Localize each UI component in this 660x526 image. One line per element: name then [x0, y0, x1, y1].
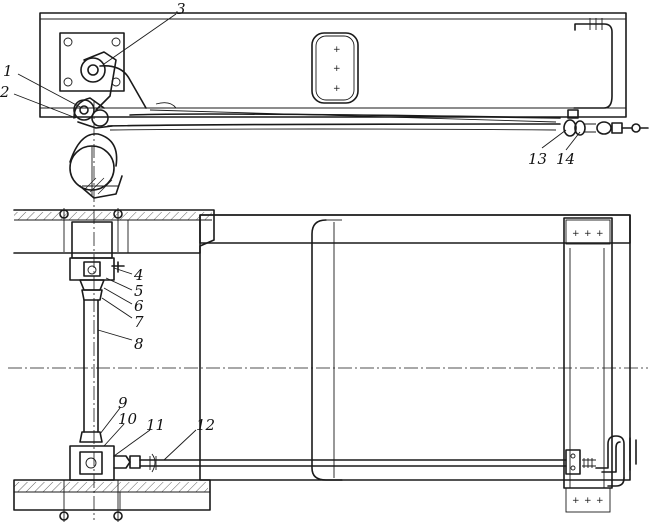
main-frame — [199, 214, 631, 244]
window-plate — [311, 32, 359, 104]
rod-end-hardware — [565, 435, 637, 487]
plus-mark: + — [584, 229, 592, 239]
rod-12 — [139, 453, 567, 473]
beam-bolts — [59, 208, 123, 522]
lower-gearbox — [69, 431, 141, 481]
plus-mark: + — [572, 229, 580, 239]
plus-mark: + — [596, 496, 604, 506]
leader-lines — [13, 13, 581, 461]
top-view: + + + — [39, 12, 649, 199]
callout-5: 5 — [134, 282, 144, 300]
rods-upper — [107, 102, 561, 131]
shaft-8 — [83, 299, 99, 433]
callout-7: 7 — [134, 313, 144, 331]
callout-12: 12 — [196, 416, 215, 434]
callout-6: 6 — [134, 297, 144, 315]
callout-3: 3 — [176, 0, 186, 18]
plus-mark: + — [596, 229, 604, 239]
plus-mark: + — [333, 84, 341, 94]
cam-pendant — [69, 133, 123, 199]
lever-assembly — [73, 97, 113, 129]
upper-gearbox — [69, 221, 125, 301]
plus-mark: + — [333, 45, 341, 55]
upper-frame-plate — [39, 12, 627, 118]
end-fittings — [563, 109, 649, 137]
callout-11: 11 — [146, 416, 165, 434]
bracket-3 — [59, 32, 147, 111]
callout-1: 1 — [3, 62, 13, 80]
plus-mark: + — [584, 496, 592, 506]
callout-labels: 1 2 3 4 5 6 7 8 9 10 11 12 13 14 — [0, 0, 575, 434]
door-panel — [311, 219, 343, 481]
plus-mark: + — [333, 64, 341, 74]
callout-8: 8 — [134, 335, 144, 353]
callout-14: 14 — [556, 150, 575, 168]
callout-4: 4 — [133, 266, 144, 284]
plan-view: + + + + + + — [8, 208, 648, 522]
bottom-beam — [13, 479, 211, 511]
right-post — [563, 217, 613, 489]
callout-9: 9 — [118, 394, 128, 412]
callout-2: 2 — [0, 83, 10, 101]
plus-mark: + — [572, 496, 580, 506]
callout-13: 13 — [528, 150, 547, 168]
pipe-loop — [573, 23, 613, 109]
callout-10: 10 — [118, 410, 138, 428]
